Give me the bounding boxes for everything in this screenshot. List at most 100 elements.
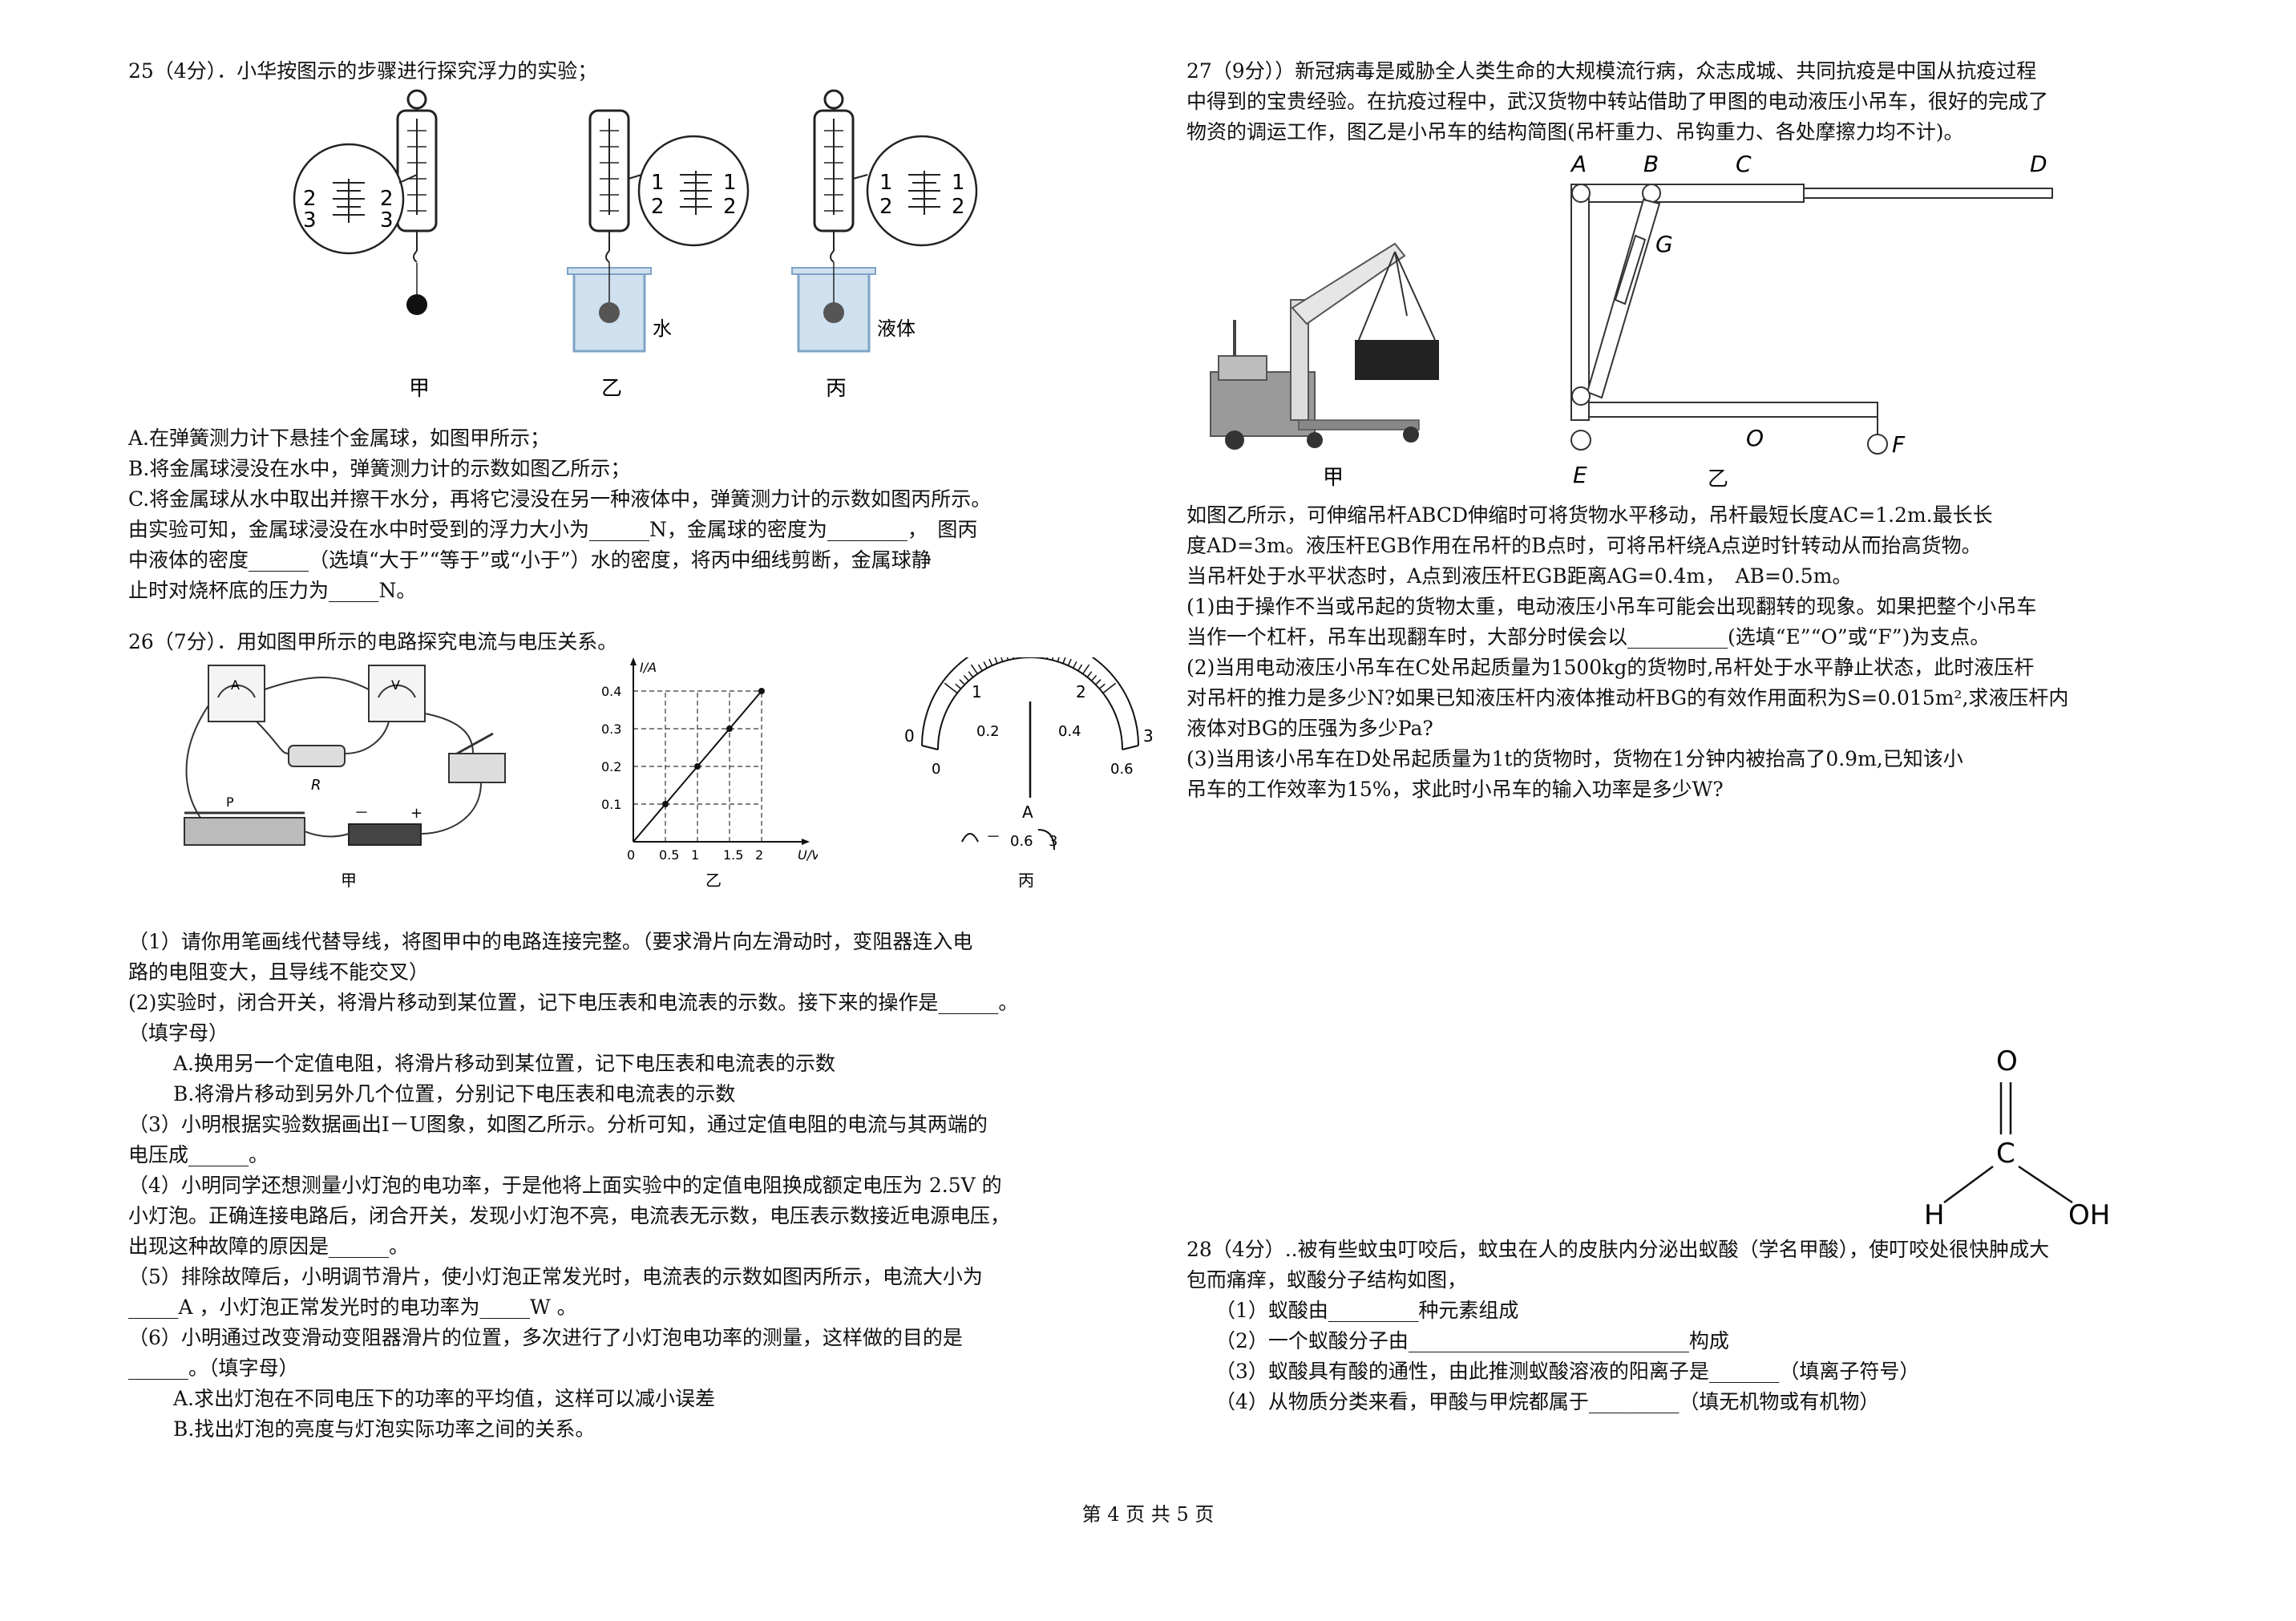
dial-tick [1051, 657, 1054, 661]
q26-label-yi: 乙 [705, 871, 722, 890]
q28: 28（4分）..被有些蚊虫叮咬后，蚊虫在人的皮肤内分泌出蚁酸（学名甲酸），使叮咬… [1186, 1235, 2197, 1417]
q26-line: （3）小明根据实验数据画出I－U图象，如图乙所示。分析可知，通过定值电阻的电流与… [128, 1113, 988, 1136]
dial-A-label: A [1022, 802, 1033, 822]
dial-tick [1073, 661, 1077, 669]
spring-scale-jia: 2 3 2 3 [293, 89, 438, 315]
y-axis-label: I/A [640, 660, 657, 675]
q27-line: (3)当用该小吊车在D处吊起质量为1t的货物时，货物在1分钟内被抬高了0.9m,… [1186, 747, 1963, 770]
q26-title: 26（7分）．用如图甲所示的电路探究电流与电压关系。 [128, 630, 618, 653]
terminal-neg: － [986, 829, 1000, 846]
dial-tick [970, 664, 978, 674]
q27-figure: 甲 A B C D G E O F [1186, 148, 2197, 500]
y-tick-label: 0.2 [601, 759, 621, 774]
slider-p-label: P [226, 794, 234, 810]
data-point [662, 801, 669, 807]
svg-text:2: 2 [723, 195, 737, 219]
q26-line: 出现这种故障的原因是______。 [128, 1235, 410, 1258]
x-tick-label: 1 [691, 847, 699, 863]
dial-tick [1067, 658, 1072, 666]
y-tick-label: 0.4 [601, 684, 621, 699]
dial-tick [1077, 664, 1083, 672]
dial-tick [983, 661, 988, 669]
q25-line: C.将金属球从水中取出并擦干水分，再将它浸没在另一种液体中，弹簧测力计的示数如图… [128, 487, 992, 511]
q25-line: B.将金属球浸没在水中，弹簧测力计的示数如图乙所示； [128, 457, 631, 480]
q26-option-a: A.换用另一个定值电阻，将滑片移动到某位置，记下电压表和电流表的示数 [173, 1052, 836, 1075]
dial-tick [1098, 683, 1106, 689]
q27-line: 当吊杆处于水平状态时，A点到液压杆EGB距离AG=0.4m， AB=0.5m。 [1186, 564, 1853, 588]
q26-label-jia: 甲 [341, 871, 357, 890]
atom-O-top: O [1996, 1045, 2018, 1077]
svg-text:2: 2 [380, 187, 394, 211]
point-A: A [1570, 151, 1587, 177]
q26-line: （4）小明同学还想测量小灯泡的电功率，于是他将上面实验中的定值电阻换成额定电压为… [128, 1174, 1002, 1197]
q27-body: 如图乙所示，可伸缩吊杆ABCD伸缩时可将货物水平移动，吊杆最短长度AC=1.2m… [1186, 500, 2197, 805]
dial-bottom-1: 0.2 [976, 723, 1000, 740]
dial-tick [963, 675, 969, 681]
svg-text:1: 1 [952, 171, 965, 195]
q27-title-line: 物资的调运工作，图乙是小吊车的结构简图(吊杆重力、吊钩重力、各处摩擦力均不计)。 [1186, 120, 1964, 144]
circuit-diagram: A V R P － + 甲 [184, 665, 506, 890]
dial-tick [988, 658, 993, 666]
q25-label-jia: 甲 [409, 377, 430, 401]
q26-line: 电压成______。 [128, 1143, 269, 1166]
q28-item: （3）蚁酸具有酸的通性，由此推测蚁酸溶液的阳离子是_______（填离子符号） [1215, 1360, 1920, 1383]
q26-line: （1）请你用笔画线代替导线，将图甲中的电路连接完整。（要求滑片向左滑动时，变阻器… [128, 930, 973, 953]
q26-line: （5）排除故障后，小明调节滑片，使小灯泡正常发光时，电流表的示数如图丙所示，电流… [128, 1265, 983, 1288]
spring-scale-yi: 水 1 2 1 2 [567, 109, 750, 353]
q27-label-yi: 乙 [1708, 467, 1729, 491]
q27-line: (2)当用电动液压小吊车在C处吊起质量为1500kg的货物时,吊杆处于水平静止状… [1186, 656, 2035, 679]
dial-tick [994, 657, 998, 664]
dial-tick [1062, 657, 1066, 664]
dial-top-3: 3 [1143, 726, 1154, 746]
svg-text:+: + [410, 805, 422, 822]
right-column: 27（9分））新冠病毒是威胁全人类生命的大规模流行病，众志成城、共同抗疫是中国从… [1186, 56, 2197, 1413]
ammeter-dial: 0 1 2 3 0 0.2 0.4 0.6 A － 0.6 3 丙 [904, 657, 1154, 890]
crane-photo: 甲 [1210, 242, 1439, 490]
dial-tick [1102, 682, 1117, 694]
q27-line: 如图乙所示，可伸缩吊杆ABCD伸缩时可将货物水平移动，吊杆最短长度AC=1.2m… [1186, 503, 1993, 527]
q25-line: 中液体的密度______（选填“大于”“等于”或“小于”）水的密度，将丙中细线剪… [128, 548, 932, 572]
dial-tick [1046, 657, 1048, 660]
point-D: D [2030, 151, 2047, 177]
q26-body: （1）请你用笔画线代替导线，将图甲中的电路连接完整。（要求滑片向左滑动时，变阻器… [128, 927, 1146, 1445]
svg-text:2: 2 [651, 195, 665, 219]
terminal-06: 0.6 [1010, 833, 1033, 850]
dial-tick [1006, 657, 1009, 661]
dial-tick [1057, 657, 1060, 662]
q26-line: ______。（填字母） [128, 1356, 299, 1380]
voltmeter-symbol: V [391, 677, 400, 693]
iu-chart: I/A U/V 0.10.20.30.400.511.52 乙 [601, 657, 818, 890]
crane-diagram: A B C D G E O F [1570, 151, 2053, 488]
q26-label-bing: 丙 [1018, 871, 1034, 890]
q27-label-jia: 甲 [1323, 466, 1344, 490]
q25-line: 由实验可知，金属球浸没在水中时受到的浮力大小为______N，金属球的密度为__… [128, 518, 978, 541]
q25-line: A.在弹簧测力计下悬挂个金属球，如图甲所示； [128, 426, 551, 450]
dial-tick [1086, 671, 1093, 678]
q26-line: _____A ，小灯泡正常发光时的电功率为_____W 。 [128, 1296, 577, 1319]
q25-figure: 2 3 2 3 水 [128, 87, 1146, 423]
formic-acid-structure: O C H OH [1924, 1045, 2110, 1231]
data-point [726, 726, 733, 732]
x-tick-label: 2 [755, 847, 763, 863]
svg-text:1: 1 [651, 171, 665, 195]
spring-scale-bing: 液体 1 2 1 2 [791, 89, 978, 353]
svg-text:3: 3 [303, 208, 317, 232]
dial-tick [1091, 675, 1097, 681]
svg-text:3: 3 [380, 208, 394, 232]
y-tick-label: 0.3 [601, 722, 621, 737]
q28-item: （4）从物质分类来看，甲酸与甲烷都属于_________（填无机物或有机物） [1215, 1390, 1880, 1413]
q27-line: 对吊杆的推力是多少N?如果已知液压杆内液体推动杆BG的有效作用面积为S=0.01… [1186, 686, 2069, 709]
q25-body: A.在弹簧测力计下悬挂个金属球，如图甲所示； B.将金属球浸没在水中，弹簧测力计… [128, 423, 1146, 606]
q27-line: 液体对BG的压强为多少Pa? [1186, 717, 1433, 740]
ammeter-symbol: A [231, 677, 240, 693]
data-point [758, 688, 765, 694]
q26-line: （6）小明通过改变滑动变阻器滑片的位置，多次进行了小灯泡电功率的测量，这样做的目… [128, 1326, 963, 1349]
q27-line: (1)由于操作不当或吊起的货物太重，电动液压小吊车可能会出现翻转的现象。如果把整… [1186, 595, 2037, 618]
x-tick-label: 1.5 [723, 847, 743, 863]
q26-line: 路的电阻变大，且导线不能交叉） [128, 960, 430, 984]
dial-tick [1082, 664, 1090, 674]
x-tick-label: 0 [627, 847, 635, 863]
page-footer: 第 4 页 共 5 页 [1081, 1503, 1215, 1526]
dial-bottom-0: 0 [932, 761, 940, 778]
q26-figure: A V R P － + 甲 [128, 657, 1154, 898]
